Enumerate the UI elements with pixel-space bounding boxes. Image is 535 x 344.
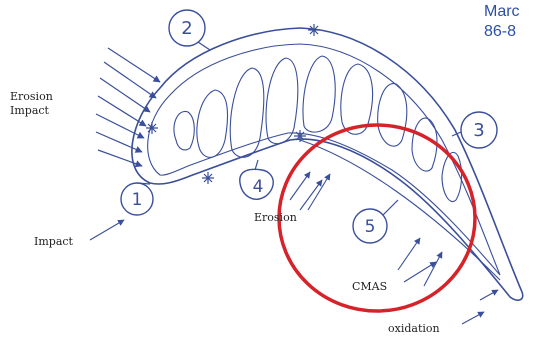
airfoil-inner-contour [148,44,500,275]
zone-marker-4: 4 [240,160,273,199]
impact-label: Impact [34,235,73,249]
zone-5-number: 5 [365,217,376,237]
zone-2-number: 2 [181,18,192,39]
zone-3-number: 3 [473,120,484,141]
erosion-impact-line-1: Erosion [10,90,53,104]
erosion-impact-line-2: Impact [10,104,53,118]
zone-marker-3: 3 [452,112,497,148]
oxidation-label: oxidation [388,322,440,336]
zone-marker-1: 1 [121,183,153,215]
corner-text: Marc 86-8 [484,2,520,42]
corner-text-line-2: 86-8 [484,22,520,42]
pointer-arrows [90,172,498,324]
erosion-impact-label: Erosion Impact [10,90,53,118]
cmas-label: CMAS [352,280,387,294]
cooling-passages [174,56,462,202]
zone-1-number: 1 [132,190,143,210]
corner-text-line-1: Marc [484,2,520,22]
erosion-label: Erosion [254,211,297,225]
zone-marker-5: 5 [353,200,398,243]
zone-marker-2: 2 [169,10,210,50]
erosion-impact-arrows [96,48,160,166]
zone-4-number: 4 [253,177,264,197]
